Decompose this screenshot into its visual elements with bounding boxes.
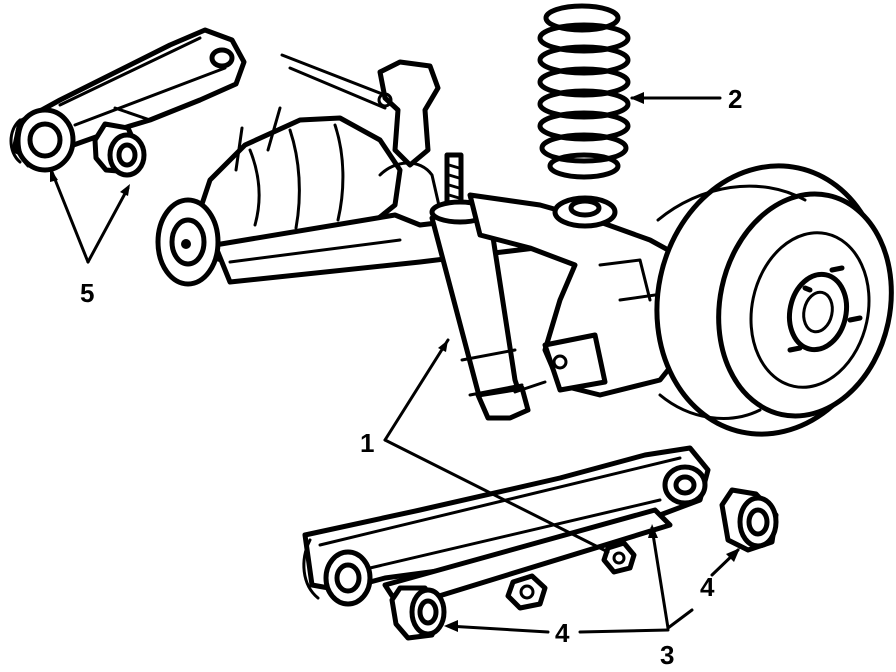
- lower-control-arm: [302, 445, 711, 611]
- shock-absorber: [429, 152, 547, 421]
- brake-drum: [654, 163, 894, 437]
- coil-spring: [537, 3, 631, 180]
- lower-arm-bushing: [719, 487, 779, 553]
- callout-coil-spring: 2: [728, 84, 742, 114]
- upper-control-arm: [9, 27, 247, 173]
- nut: [601, 540, 637, 575]
- axle-housing: [155, 106, 563, 287]
- callout-lower-control-arm: 3: [660, 640, 674, 670]
- upper-arm-bushing: [92, 121, 147, 178]
- callout-lower-arm-bushing-2: 4: [700, 572, 715, 602]
- nut: [505, 573, 548, 611]
- callout-shock-absorber: 1: [360, 428, 374, 458]
- lower-arm-bushing: [389, 585, 447, 641]
- leader-lines: [50, 92, 740, 634]
- callout-lower-arm-bushing: 4: [555, 618, 570, 648]
- callout-upper-control-arm: 5: [80, 278, 94, 308]
- upper-shock-mount: [280, 53, 441, 168]
